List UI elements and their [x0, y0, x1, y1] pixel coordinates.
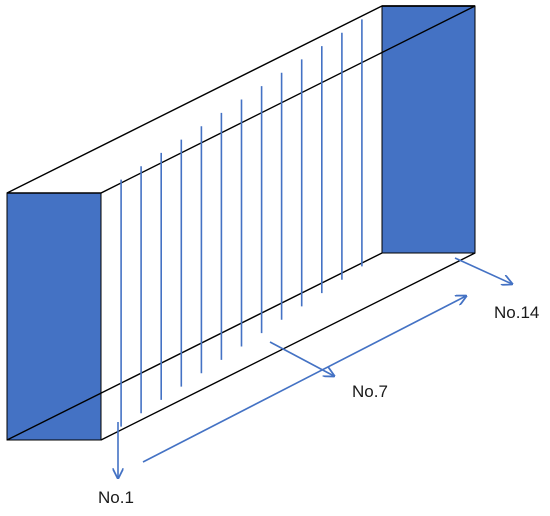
label-no14: No.14: [494, 303, 539, 322]
label-no1: No.1: [98, 488, 134, 507]
arrow-no14: [454, 257, 512, 284]
partition-lines: [120, 19, 363, 427]
arrow-no7: [269, 341, 334, 376]
label-no7: No.7: [352, 382, 388, 401]
inner-bottom-edge: [6, 252, 383, 441]
right-end-face: [381, 5, 476, 254]
side-bottom-edge: [100, 252, 476, 441]
arrow-length: [142, 296, 466, 463]
left-end-face: [6, 192, 102, 441]
